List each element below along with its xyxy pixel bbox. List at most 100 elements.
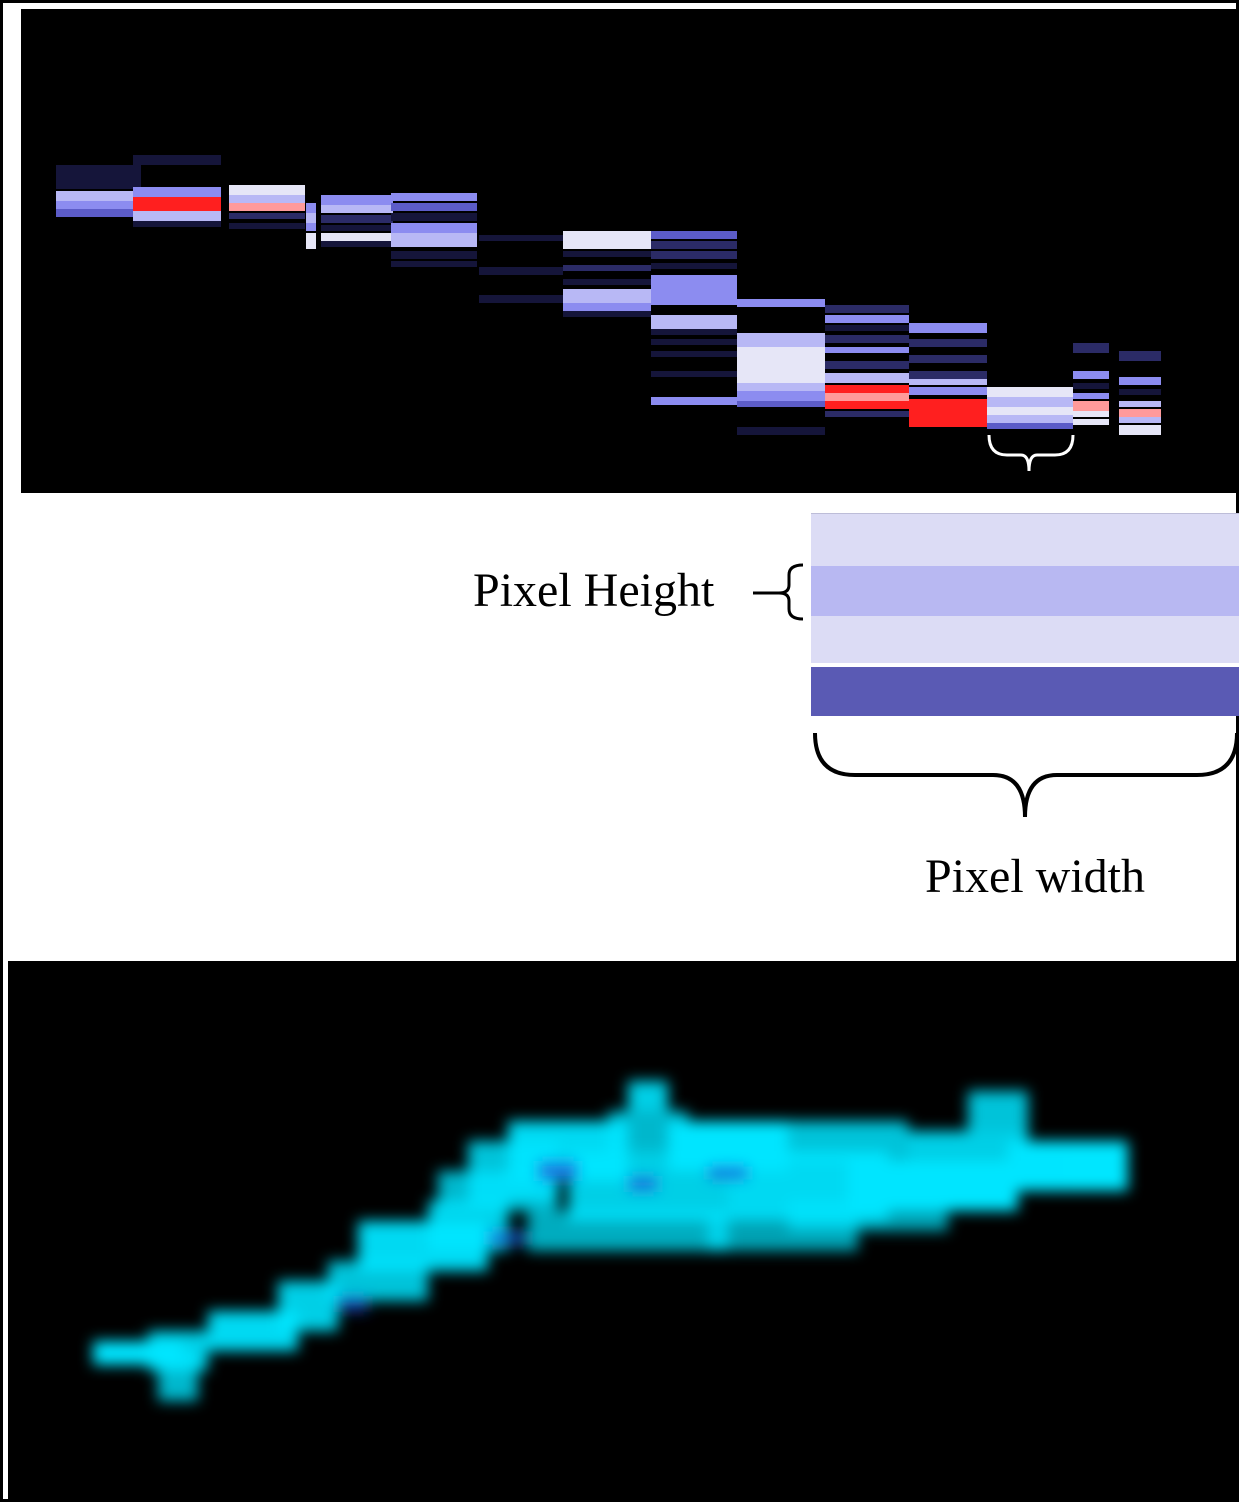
heatmap-pixel-8-7 [651, 329, 737, 335]
heatmap-pixel-7-1 [563, 239, 651, 249]
glow-shadow-2 [708, 1166, 748, 1180]
heatmap-pixel-8-1 [651, 241, 737, 249]
heatmap-pixel-1-0 [133, 155, 221, 165]
heatmap-pixel-14-0 [1119, 351, 1161, 361]
heatmap-pixel-5-6 [391, 261, 477, 267]
pixel-heatmap-panel [21, 9, 1237, 493]
heatmap-pixel-11-5 [909, 387, 987, 395]
heatmap-pixel-2-1 [229, 195, 305, 203]
heatmap-pixel-7-4 [563, 279, 651, 285]
heatmap-pixel-8-11 [651, 397, 737, 405]
pixel-width-label: Pixel width [925, 850, 1146, 903]
heatmap-pixel-12-0 [987, 387, 1073, 397]
zoom-stripe-gap [811, 663, 1239, 667]
heatmap-pixel-13-3 [1073, 393, 1109, 399]
heatmap-pixel-0-3 [56, 201, 141, 209]
heatmap-pixel-10-4 [825, 347, 909, 353]
zoom-stripe-2 [811, 566, 1239, 616]
zoom-stripe-4 [811, 667, 1239, 716]
zoom-stripe-3 [811, 616, 1239, 663]
heatmap-pixel-5-4 [391, 233, 477, 247]
glow-blob-18 [968, 1091, 1028, 1131]
heatmap-pixel-7-6 [563, 303, 651, 311]
heatmap-pixel-10-9 [825, 401, 909, 409]
heatmap-pixel-0-1 [56, 181, 141, 189]
heatmap-pixel-13-6 [1073, 419, 1109, 425]
heatmap-pixel-13-1 [1073, 371, 1109, 379]
heatmap-pixel-4-1 [321, 205, 393, 213]
heatmap-pixel-6-1 [479, 267, 563, 275]
heatmap-pixel-2-2 [229, 203, 305, 211]
heatmap-pixel-13-2 [1073, 383, 1109, 389]
heatmap-pixel-9-1 [737, 333, 825, 347]
heatmap-pixel-10-5 [825, 361, 909, 369]
heatmap-pixel-12-4 [987, 423, 1073, 429]
glow-blob-24 [788, 1201, 948, 1231]
blurred-glow-image [93, 1081, 1128, 1401]
heatmap-pixel-2-4 [229, 223, 305, 229]
heatmap-pixel-3-4 [306, 241, 316, 249]
heatmap-pixel-9-0 [737, 299, 825, 307]
heatmap-pixel-13-0 [1073, 343, 1109, 353]
heatmap-pixel-11-0 [909, 323, 987, 333]
heatmap-pixel-4-5 [321, 241, 393, 247]
glow-shadow-3 [488, 1231, 528, 1245]
heatmap-pixel-8-6 [651, 315, 737, 329]
left-curly-brace-icon [778, 563, 804, 621]
heatmap-pixel-10-6 [825, 373, 909, 383]
heatmap-pixel-7-2 [563, 251, 651, 257]
heatmap-pixel-5-0 [391, 193, 477, 201]
heatmap-pixel-14-4 [1119, 409, 1161, 417]
glow-shadow-4 [338, 1296, 368, 1312]
heatmap-pixel-5-2 [391, 213, 477, 221]
glow-shadow-1 [628, 1176, 658, 1192]
heatmap-pixel-11-7 [909, 413, 987, 427]
heatmap-pixel-4-2 [321, 215, 393, 223]
glow-shadow-0 [538, 1161, 578, 1181]
heatmap-pixel-12-2 [987, 407, 1073, 415]
heatmap-pixel-1-1 [133, 187, 221, 197]
heatmap-pixel-8-4 [651, 275, 737, 291]
heatmap-pixel-2-3 [229, 213, 305, 219]
heatmap-pixel-14-6 [1119, 425, 1161, 435]
heatmap-pixel-9-2 [737, 347, 825, 357]
heatmap-pixel-3-3 [306, 233, 316, 241]
zoomed-pixel-column [811, 513, 1239, 716]
heatmap-pixel-6-0 [479, 235, 563, 241]
heatmap-pixel-10-8 [825, 393, 909, 401]
heatmap-pixel-7-0 [563, 231, 651, 239]
heatmap-pixel-0-4 [56, 209, 141, 217]
heatmap-pixel-8-3 [651, 263, 737, 269]
heatmap-pixel-9-5 [737, 383, 825, 391]
heatmap-pixel-11-3 [909, 371, 987, 379]
heatmap-pixel-11-1 [909, 339, 987, 347]
heatmap-pixel-5-1 [391, 203, 477, 211]
glow-blob-20 [1068, 1151, 1128, 1191]
heatmap-pixel-8-8 [651, 339, 737, 345]
zoom-stripe-1 [811, 514, 1239, 566]
heatmap-pixel-14-2 [1119, 389, 1161, 395]
blurred-glow-panel [8, 961, 1239, 1502]
heatmap-pixel-13-4 [1073, 401, 1109, 411]
heatmap-pixel-8-2 [651, 251, 737, 259]
heatmap-pixel-2-0 [229, 185, 305, 195]
heatmap-pixel-14-3 [1119, 401, 1161, 407]
heatmap-pixel-10-7 [825, 385, 909, 393]
heatmap-pixel-3-2 [306, 223, 316, 231]
heatmap-pixel-11-4 [909, 379, 987, 385]
heatmap-pixel-7-3 [563, 265, 651, 271]
down-curly-brace-icon [813, 732, 1239, 818]
heatmap-pixel-9-8 [737, 427, 825, 435]
glow-blob-15 [788, 1121, 908, 1161]
heatmap-pixel-5-3 [391, 223, 477, 233]
heatmap-pixel-6-2 [479, 295, 563, 303]
glow-shape [93, 1081, 1128, 1401]
heatmap-pixel-10-2 [825, 325, 909, 331]
heatmap-pixel-8-9 [651, 351, 737, 357]
heatmap-pixel-1-3 [133, 211, 221, 221]
heatmap-pixel-1-4 [133, 221, 221, 227]
heatmap-pixel-4-3 [321, 225, 393, 231]
heatmap-pixel-14-5 [1119, 417, 1161, 423]
heatmap-pixel-4-4 [321, 233, 393, 241]
